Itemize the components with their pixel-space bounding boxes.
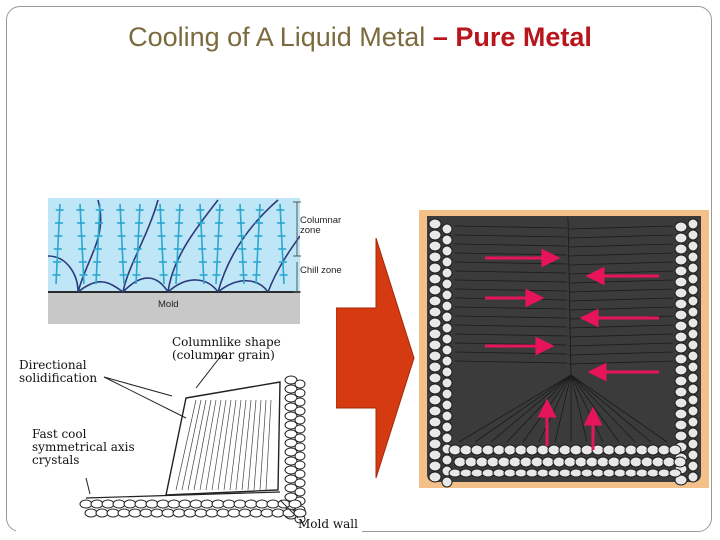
label-mold: Mold (158, 299, 179, 310)
title-accent: – Pure Metal (432, 22, 592, 52)
dendrite-diagram (48, 198, 300, 324)
label-mold-wall: Mold wall (298, 517, 358, 531)
mold-wall-sketch (16, 330, 362, 536)
right-arrow-icon (336, 238, 415, 478)
label-columnlike-shape: Columnlike shape (columnar grain) (172, 335, 281, 362)
label-chill-zone: Chill zone (300, 265, 342, 276)
title-main: Cooling of A Liquid Metal (128, 22, 426, 52)
slide-title: Cooling of A Liquid Metal – Pure Metal (0, 22, 720, 53)
label-fast-cool: Fast cool symmetrical axis crystals (32, 427, 135, 467)
casting-cross-section (419, 210, 709, 488)
label-columnar-zone: Columnar zone (300, 215, 342, 236)
label-directional-solidification: Directional solidification (19, 358, 98, 385)
zone-brackets (293, 201, 301, 293)
